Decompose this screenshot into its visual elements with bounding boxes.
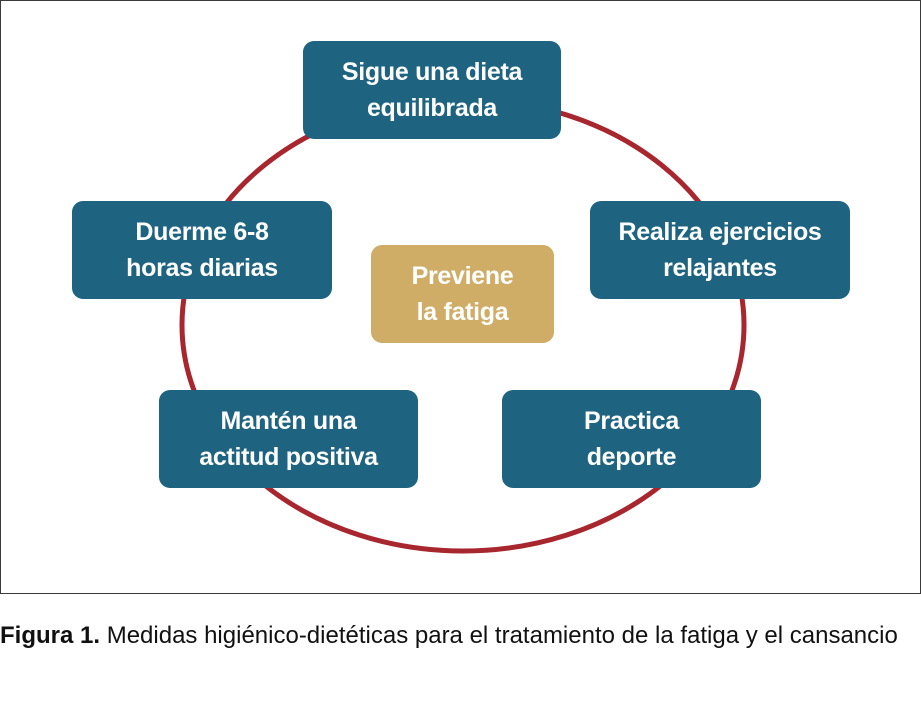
node-actitud: Mantén una actitud positiva	[159, 390, 418, 488]
node-sueno-line2: horas diarias	[126, 254, 278, 282]
node-sueno-line1: Duerme 6-8	[135, 218, 269, 246]
node-actitud-line2: actitud positiva	[199, 443, 378, 471]
figure-frame: Sigue una dieta equilibrada Realiza ejer…	[0, 0, 921, 594]
node-ejercicios: Realiza ejercicios relajantes	[590, 201, 850, 299]
center-node-line1: Previene	[411, 262, 514, 290]
figure-caption: Figura 1. Medidas higiénico-dietéticas p…	[0, 618, 915, 654]
node-ejercicios-line2: relajantes	[663, 254, 777, 282]
node-dieta-line1: Sigue una dieta	[341, 58, 523, 86]
node-deporte-line2: deporte	[586, 443, 677, 471]
caption-text: Medidas higiénico-dietéticas para el tra…	[100, 622, 898, 649]
center-node-line2: la fatiga	[416, 298, 509, 326]
caption-label: Figura 1.	[0, 622, 101, 649]
node-dieta-line2: equilibrada	[366, 94, 498, 122]
node-deporte-line1: Practica	[584, 407, 679, 435]
node-deporte: Practica deporte	[502, 390, 761, 488]
node-ejercicios-line1: Realiza ejercicios	[618, 218, 822, 246]
node-dieta: Sigue una dieta equilibrada	[303, 41, 561, 139]
node-sueno: Duerme 6-8 horas diarias	[72, 201, 332, 299]
center-node: Previene la fatiga	[371, 245, 554, 343]
node-actitud-line1: Mantén una	[220, 407, 357, 435]
